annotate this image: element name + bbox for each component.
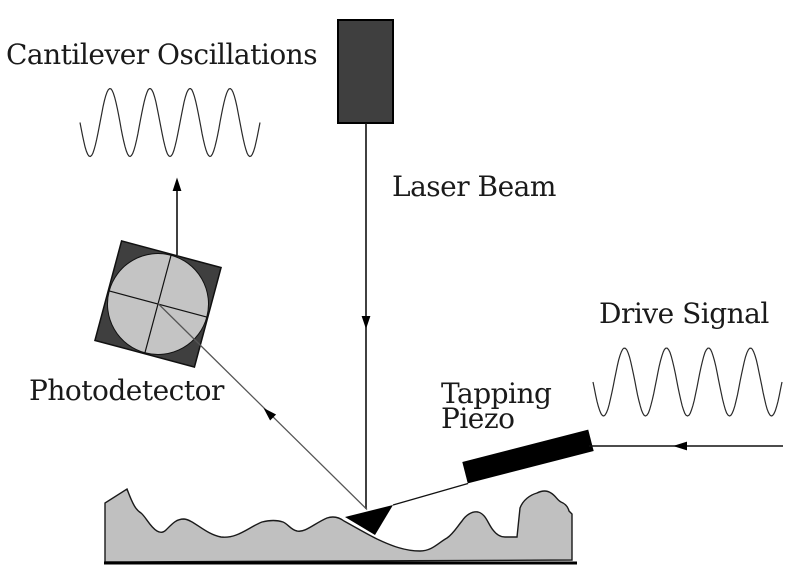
reflected-beam-arrowhead xyxy=(263,408,277,421)
detector-output-arrowhead xyxy=(172,177,182,191)
sample-surface xyxy=(104,487,573,563)
laser-source-rect xyxy=(337,19,394,124)
cantilever-oscillations-label: Cantilever Oscillations xyxy=(6,38,318,71)
cantilever-oscillation-wave xyxy=(79,87,261,158)
tapping-piezo-label: Tapping Piezo xyxy=(441,377,552,435)
drive-signal-arrowhead xyxy=(673,441,687,451)
tapping-piezo-label-line2: Piezo xyxy=(441,402,515,435)
drive-signal-label: Drive Signal xyxy=(599,297,769,330)
cantilever-tip-triangle xyxy=(345,505,393,535)
reflected-beam-line xyxy=(157,303,368,510)
tapping-piezo-rect xyxy=(462,429,594,484)
tapping-piezo-label-line1: Tapping xyxy=(441,377,552,410)
tapping-piezo-group xyxy=(462,429,594,484)
cantilever-arm-line xyxy=(392,482,469,506)
photodetector-label: Photodetector xyxy=(29,374,224,407)
laser-beam-label: Laser Beam xyxy=(392,170,556,203)
drive-signal-wave xyxy=(592,347,783,417)
laser-beam-arrowhead xyxy=(361,316,371,329)
